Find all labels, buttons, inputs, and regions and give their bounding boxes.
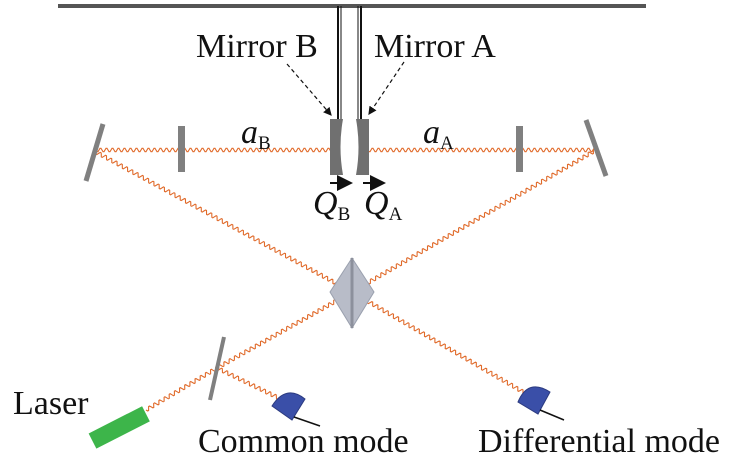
beam-laser-to-pickoff xyxy=(145,366,217,412)
mirror-b-body xyxy=(330,119,343,175)
mirror-b-label: Mirror B xyxy=(196,28,318,65)
mirror-b-pointer xyxy=(286,63,332,116)
laser-beams xyxy=(95,147,597,412)
laser-source xyxy=(88,406,150,449)
mode-b-label: aB xyxy=(241,114,271,154)
cavity-b-input-mirror xyxy=(178,126,185,172)
beam-cavity-a xyxy=(367,147,597,153)
displacement-a-label: QA xyxy=(364,185,403,225)
beam-left-diagonal xyxy=(95,151,352,294)
differential-mode-label: Differential mode xyxy=(478,423,720,459)
beam-pickoff-to-common xyxy=(216,367,283,402)
beam-cavity-b xyxy=(95,147,332,153)
laser-label: Laser xyxy=(13,385,89,422)
beam-splitter xyxy=(329,257,375,329)
mode-a-label: aA xyxy=(423,114,454,154)
cavity-a-input-mirror xyxy=(516,126,523,172)
beam-splitter-to-pickoff xyxy=(218,290,353,370)
right-turning-mirror xyxy=(583,119,609,177)
beam-splitter-to-differential xyxy=(351,291,530,398)
differential-mode-detector xyxy=(517,386,565,421)
beam-right-diagonal xyxy=(352,148,597,294)
displacement-b-label: QB xyxy=(313,185,350,225)
pickoff-mirror xyxy=(208,336,226,401)
common-mode-label: Common mode xyxy=(198,423,409,459)
mirror-a-pointer xyxy=(368,61,405,115)
mirror-a-label: Mirror A xyxy=(374,28,496,65)
left-turning-mirror xyxy=(83,123,106,182)
common-mode-detector xyxy=(271,392,321,427)
mirror-a-body xyxy=(356,119,369,175)
